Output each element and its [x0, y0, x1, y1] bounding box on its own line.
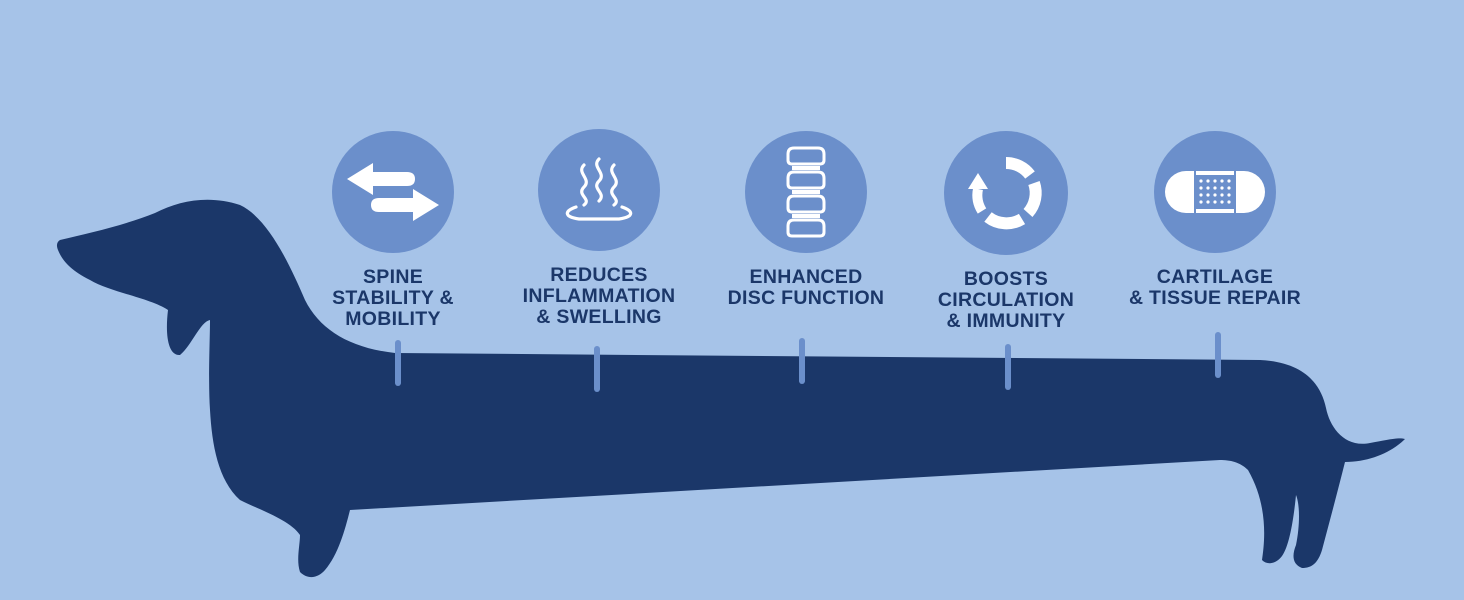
- spine-vertebrae-icon: [745, 131, 867, 253]
- benefit-label: BOOSTS CIRCULATION & IMMUNITY: [937, 268, 1075, 332]
- benefit-tick-3: [799, 338, 805, 384]
- benefit-spine-stability: SPINE STABILITY & MOBILITY: [273, 131, 513, 330]
- benefit-label: REDUCES INFLAMMATION & SWELLING: [522, 264, 676, 328]
- benefit-label: SPINE STABILITY & MOBILITY: [332, 266, 454, 330]
- circulation-cycle-icon: [944, 131, 1068, 255]
- heat-waves-icon: [538, 129, 660, 251]
- benefit-tick-2: [594, 346, 600, 392]
- benefit-tick-5: [1215, 332, 1221, 378]
- benefit-tick-1: [395, 340, 401, 386]
- benefit-disc-function: ENHANCED DISC FUNCTION: [686, 131, 926, 309]
- benefit-cartilage-repair: CARTILAGE & TISSUE REPAIR: [1095, 131, 1335, 309]
- benefit-reduces-inflammation: REDUCES INFLAMMATION & SWELLING: [479, 129, 719, 328]
- benefit-circulation: BOOSTS CIRCULATION & IMMUNITY: [886, 131, 1126, 332]
- bandage-icon: [1154, 131, 1276, 253]
- arrows-exchange-icon: [332, 131, 454, 253]
- benefit-label: ENHANCED DISC FUNCTION: [727, 266, 885, 309]
- benefit-label: CARTILAGE & TISSUE REPAIR: [1128, 266, 1302, 309]
- benefit-tick-4: [1005, 344, 1011, 390]
